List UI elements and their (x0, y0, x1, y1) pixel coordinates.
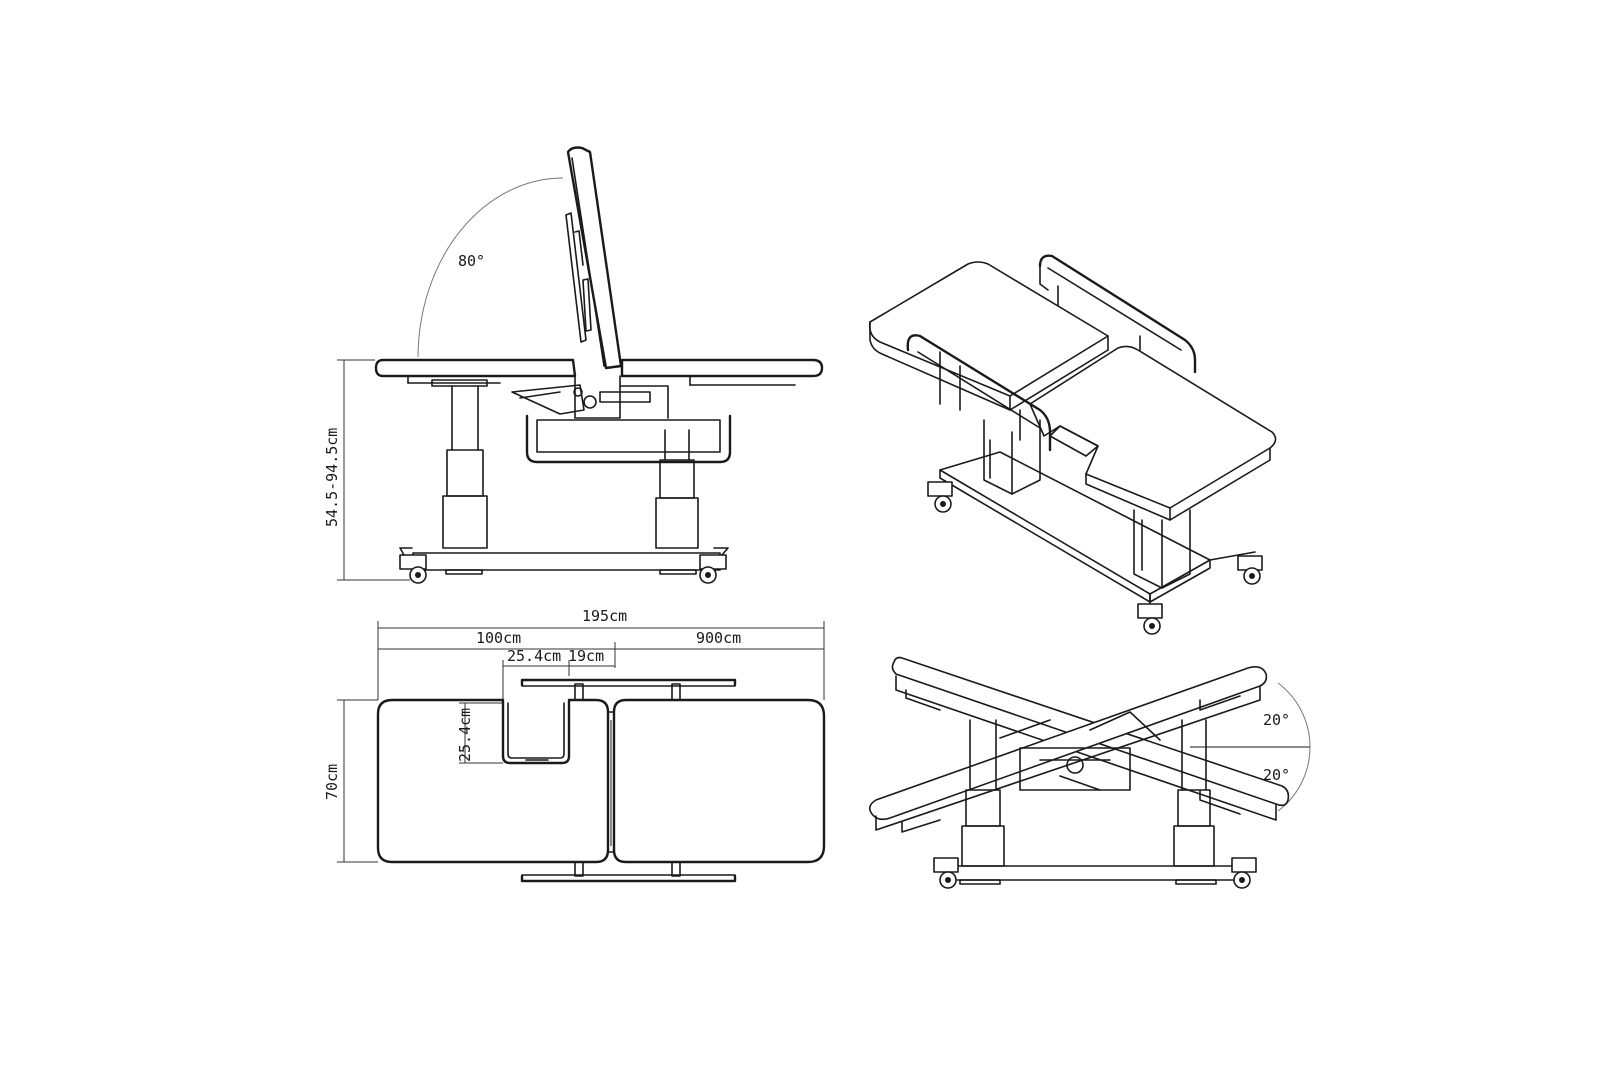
left-section-label: 100cm (476, 629, 521, 647)
top-view-rails (520, 678, 737, 883)
tilt-board-ascending (868, 666, 1268, 833)
iso-head-section (868, 261, 1109, 411)
tilt-base-frame (947, 865, 1243, 885)
tilt-center-mechanism (999, 711, 1161, 791)
tilt-mechanism (511, 375, 669, 419)
total-length-label: 195cm (582, 607, 627, 625)
tilt-angle-arc (1277, 682, 1311, 812)
right-section-label: 900cm (696, 629, 741, 647)
height-label: 54.5-94.5cm (323, 428, 341, 527)
caster-wheel-right (699, 547, 729, 584)
iso-base-frame (939, 451, 1256, 617)
top-view-head-board (376, 698, 610, 864)
height-dimension (337, 359, 410, 581)
tilt-column-right (1173, 719, 1215, 867)
base-frame (412, 552, 721, 575)
isometric-view (868, 254, 1277, 635)
iso-casters (927, 481, 1263, 635)
cutout-inner-edge (507, 702, 565, 759)
gap-label: 19cm (568, 647, 604, 665)
side-view: 80° 54.5-94.5cm (323, 146, 824, 584)
iso-foot-section (1029, 345, 1277, 521)
tilt-view: 20° 20° (868, 656, 1311, 889)
lift-column-left (442, 385, 488, 549)
raised-backrest (565, 146, 623, 370)
backrest-angle-arc (417, 177, 564, 358)
upper-tilt-angle-label: 20° (1263, 711, 1290, 729)
lift-column-right (655, 429, 699, 549)
front-handrail (906, 334, 1052, 452)
iso-column-rear (983, 419, 1041, 495)
cutout-width-label: 25.4cm (507, 647, 561, 665)
caster-wheel-left (399, 547, 427, 584)
width-label: 70cm (323, 764, 341, 800)
top-view: 195cm 100cm 900cm 25.4cm 19cm 25.4cm 70c… (323, 607, 826, 883)
backrest-angle-label: 80° (458, 252, 485, 270)
tilt-column-left (961, 719, 1005, 867)
top-view-foot-board (612, 698, 826, 864)
lower-tilt-angle-label: 20° (1263, 766, 1290, 784)
table-top-sections (374, 358, 824, 387)
top-view-dimensions (337, 621, 825, 863)
rear-handrail (1038, 254, 1197, 374)
tilt-casters (933, 857, 1257, 889)
side-handrail (525, 414, 732, 464)
cutout-height-label: 25.4cm (456, 708, 474, 762)
